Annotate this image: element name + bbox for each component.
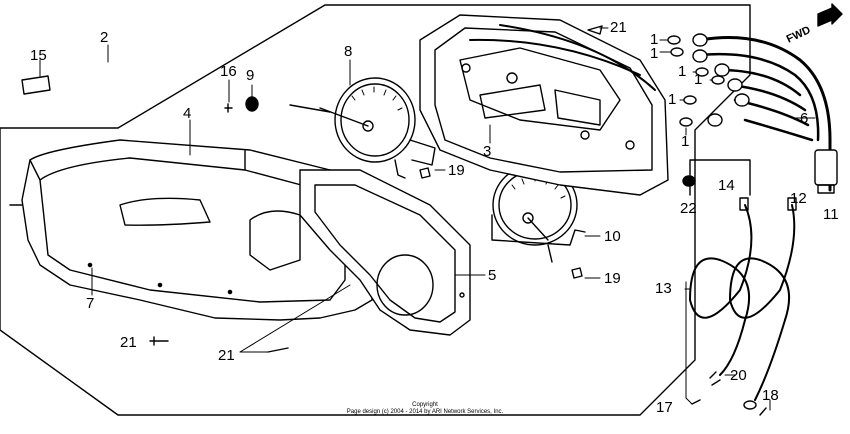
callout-19a: 19 — [448, 162, 465, 179]
assembly-frame — [0, 4, 751, 416]
callout-21a: 21 — [120, 334, 137, 351]
callout-1e: 1 — [668, 91, 676, 108]
tachometer-cable — [729, 197, 797, 410]
copyright-line-1: Copyright — [412, 402, 438, 408]
bezel-visor — [9, 139, 373, 321]
small-hardware — [149, 25, 767, 416]
callout-21c: 21 — [610, 19, 627, 36]
callout-1d: 1 — [694, 71, 702, 88]
callout-10: 10 — [604, 228, 621, 245]
callout-1a: 1 — [650, 31, 658, 48]
callout-21b: 21 — [218, 347, 235, 364]
callout-18: 18 — [762, 387, 779, 404]
callout-1b: 1 — [650, 45, 658, 62]
callout-4: 4 — [183, 105, 191, 122]
callout-1c: 1 — [678, 63, 686, 80]
wire-harness — [692, 33, 838, 194]
label-plate-15 — [21, 75, 51, 95]
bulb-sockets — [667, 35, 725, 127]
copyright-line-2: Page design (c) 2004 - 2014 by ARI Netwo… — [346, 409, 504, 415]
leader-lines — [39, 27, 816, 411]
callout-5: 5 — [488, 267, 496, 284]
callouts: 15 2 16 9 4 8 19 3 10 19 5 7 21 21 21 1 … — [30, 19, 839, 416]
callout-1f: 1 — [681, 133, 689, 150]
callout-6: 6 — [800, 110, 808, 127]
callout-14: 14 — [718, 177, 735, 194]
callout-12: 12 — [790, 190, 807, 207]
speedometer-cable — [689, 197, 753, 376]
callout-15: 15 — [30, 47, 47, 64]
callout-2: 2 — [100, 29, 108, 46]
callout-19b: 19 — [604, 270, 621, 287]
callout-13: 13 — [655, 280, 672, 297]
callout-17: 17 — [656, 399, 673, 416]
lens — [299, 169, 471, 336]
meter-case — [419, 14, 669, 196]
callout-7: 7 — [86, 295, 94, 312]
callout-8: 8 — [344, 43, 352, 60]
callout-22: 22 — [680, 200, 697, 217]
callout-16: 16 — [220, 63, 237, 80]
speedometer — [289, 77, 436, 179]
callout-20: 20 — [730, 367, 747, 384]
fwd-label: FWD — [785, 24, 813, 45]
fwd-arrow-icon — [817, 3, 843, 27]
callout-9: 9 — [246, 67, 254, 84]
callout-3: 3 — [483, 143, 491, 160]
callout-11: 11 — [823, 206, 839, 223]
